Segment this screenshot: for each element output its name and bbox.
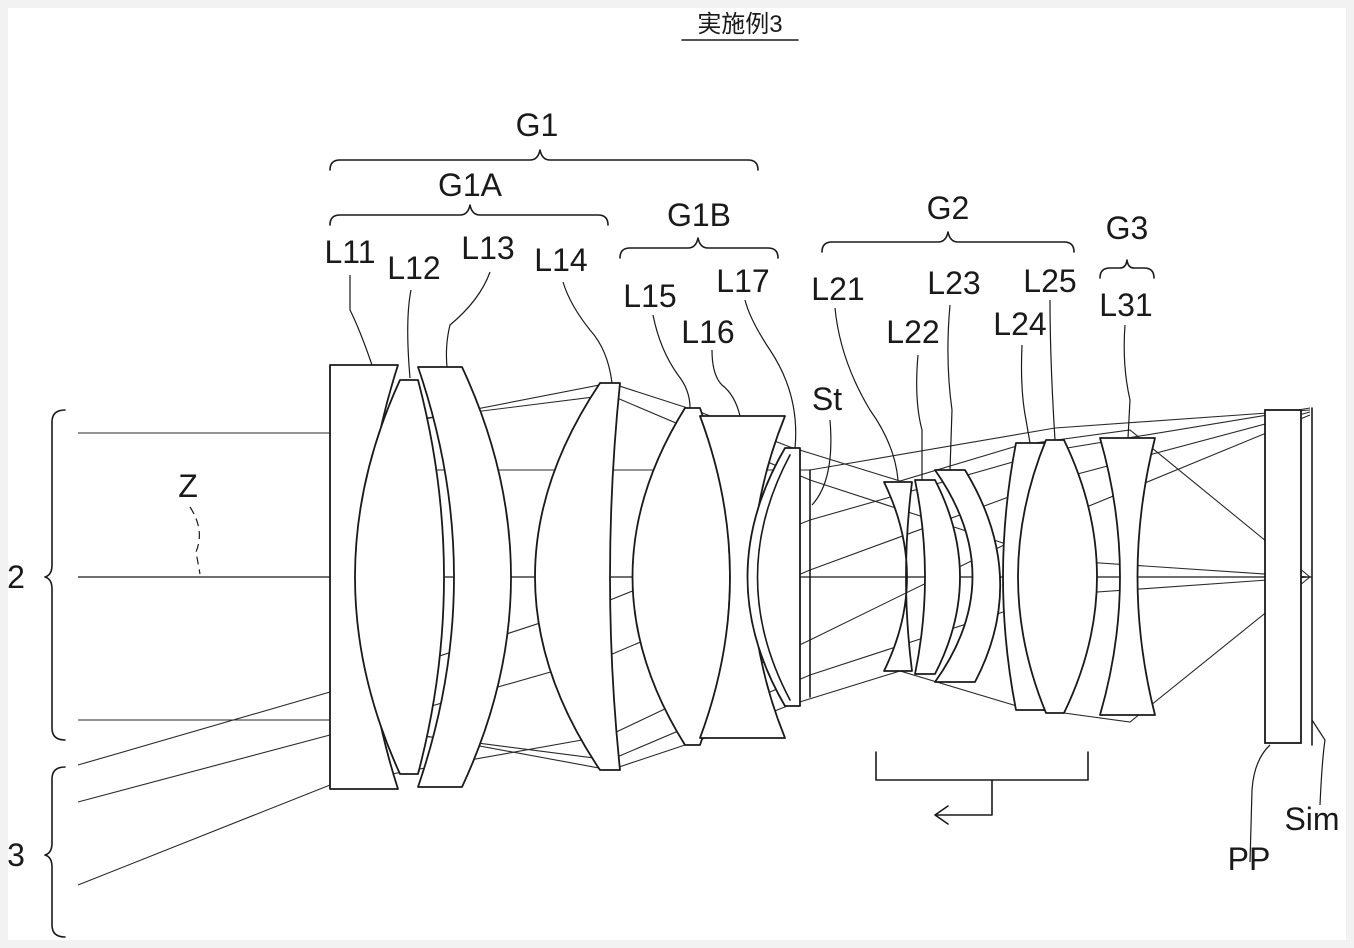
label-L25: L25 [1023, 263, 1076, 299]
label-L21: L21 [811, 271, 864, 307]
label-stop: St [812, 381, 842, 417]
lens-leaders [349, 271, 1326, 863]
label-L14: L14 [534, 242, 587, 278]
label-PP: PP [1228, 841, 1271, 877]
stop-leader [811, 419, 832, 506]
label-Sim: Sim [1284, 801, 1339, 837]
focus-movement-arrow [934, 779, 993, 825]
lens-L13 [417, 366, 512, 788]
label-L16: L16 [681, 314, 734, 350]
label-G2: G2 [927, 190, 970, 226]
label-beam-2: 2 [7, 559, 25, 595]
label-L24: L24 [993, 306, 1046, 342]
label-L12: L12 [387, 250, 440, 286]
lens-L25 [1017, 439, 1098, 714]
brace-G3 [1099, 259, 1155, 279]
lens-L12 [354, 379, 445, 775]
lens-L17-inner [756, 454, 791, 701]
label-G1B: G1B [667, 197, 731, 233]
axis-z-leader [189, 506, 201, 575]
brace-G1B [619, 237, 779, 259]
label-G1A: G1A [438, 167, 503, 203]
brace-beam-3 [44, 766, 66, 938]
focus-movement-bracket [875, 751, 1089, 781]
label-L13: L13 [461, 230, 514, 266]
brace-G1A [329, 204, 609, 226]
brace-beam-2 [44, 409, 66, 741]
figure-title: 実施例3 [697, 11, 782, 38]
brace-G1 [329, 149, 759, 171]
lens-L21 [883, 481, 913, 672]
lens-L31 [1099, 437, 1156, 716]
label-L11: L11 [324, 234, 375, 270]
label-L23: L23 [927, 265, 980, 301]
label-axis-z: Z [178, 468, 198, 504]
lens-L17 [746, 447, 801, 707]
label-L17: L17 [716, 263, 769, 299]
label-L15: L15 [623, 278, 676, 314]
label-beam-3: 3 [7, 837, 25, 873]
optical-member-PP [1264, 409, 1302, 744]
label-G3: G3 [1106, 210, 1149, 246]
lens-L22 [914, 479, 961, 675]
label-L22: L22 [886, 314, 939, 350]
label-G1: G1 [516, 107, 559, 143]
lens-L14 [534, 382, 621, 771]
lens-L23 [934, 469, 1002, 683]
label-L31: L31 [1099, 287, 1152, 323]
brace-G2 [821, 231, 1075, 253]
